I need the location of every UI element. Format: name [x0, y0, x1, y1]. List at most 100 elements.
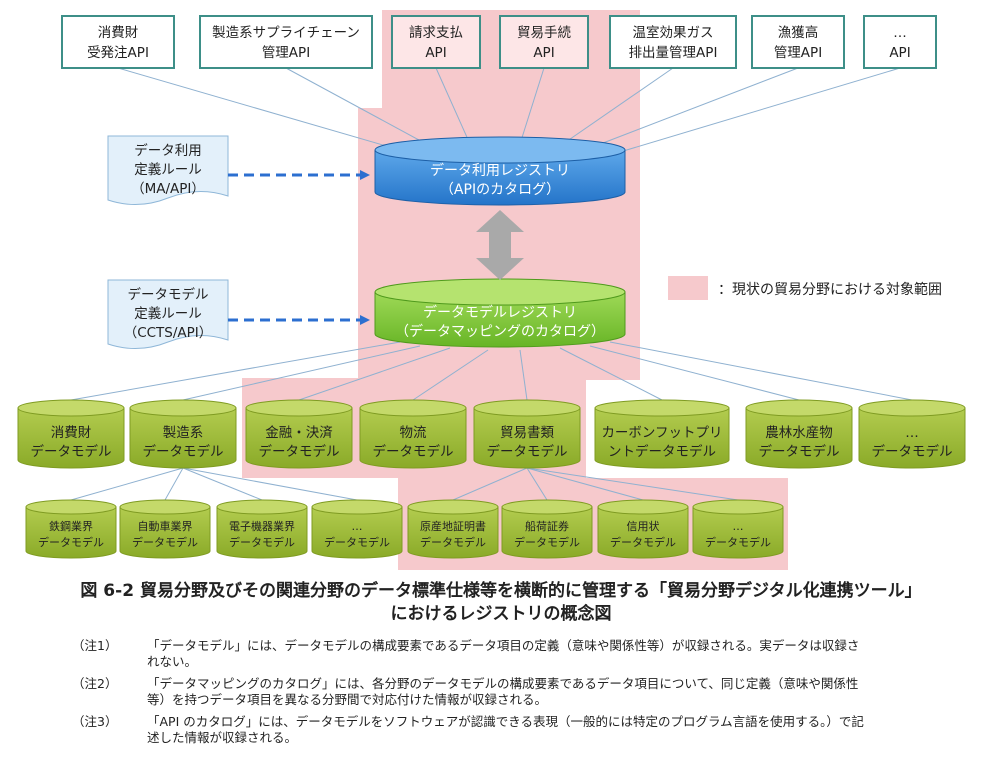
model-other-cylinder: … データモデル — [858, 399, 966, 469]
data-usage-registry-subtitle: （APIのカタログ） — [440, 182, 560, 198]
connector-line — [182, 345, 421, 401]
api-manufacturing-label-line1: 製造系サプライチェーン — [212, 25, 360, 41]
sub-mfg-other-label-line2: データモデル — [324, 535, 390, 549]
api-trade-label-line2: API — [533, 45, 554, 61]
model-manufacturing-label-line2: データモデル — [143, 443, 224, 460]
model-other-label-line1: … — [905, 425, 919, 441]
model-finance-label-line1: 金融・決済 — [265, 425, 333, 441]
connector-line — [452, 467, 528, 501]
connector-line — [526, 467, 644, 501]
connector-line — [435, 67, 471, 145]
sub-trade-other-label-line1: … — [733, 520, 744, 533]
model-agri-label-line1: 農林水産物 — [765, 425, 833, 441]
data-usage-rule-line-3: （MA/API） — [131, 181, 205, 197]
note-text-line: 「API のカタログ」には、データモデルをソフトウェアが認識できる表現（一般的に… — [147, 714, 864, 729]
data-model-rule-line-3: （CCTS/API） — [124, 325, 213, 341]
connector-line — [526, 467, 739, 501]
note-text-line: 述した情報が収録される。 — [147, 730, 298, 745]
api-other-label-line2: API — [889, 45, 910, 61]
connector-line — [559, 347, 663, 401]
model-carbon-label-line2: ントデータモデル — [608, 443, 716, 460]
data-model-rule-line-1: データモデル — [128, 286, 209, 303]
sub-bl-label-line1: 船荷証券 — [525, 519, 569, 533]
connector-line — [298, 347, 451, 401]
sub-lc-label-line2: データモデル — [610, 535, 676, 549]
model-other-label-line2: データモデル — [872, 443, 953, 460]
figure-caption-line1: 図 6-2 貿易分野及びその関連分野のデータ標準仕様等を横断的に管理する「貿易分… — [80, 581, 922, 601]
connector-line — [526, 467, 548, 501]
note-label: （注2） — [72, 676, 118, 691]
model-consumer-label-line1: 消費財 — [51, 425, 92, 441]
api-fishery-label-line2: 管理API — [774, 45, 822, 61]
sub-steel-label-line2: データモデル — [38, 535, 104, 549]
model-logistics-label-line2: データモデル — [373, 443, 454, 460]
note-text-line: 等）を持つデータ項目を異なる分野間で対応付けた情報が収録される。 — [147, 692, 548, 707]
api-consumer-label-line2: 受発注API — [87, 45, 149, 61]
sub-mfg-other-label-line1: … — [352, 520, 363, 533]
figure-caption-line2: におけるレジストリの概念図 — [390, 604, 612, 624]
data-usage-registry-cylinder: データ利用レジストリ（APIのカタログ） — [374, 136, 626, 206]
api-other-box: … API — [863, 15, 937, 69]
connector-line — [519, 349, 528, 401]
api-trade-label-line1: 貿易手続 — [517, 25, 571, 41]
model-agri-label-line2: データモデル — [759, 443, 840, 460]
sub-auto-label-line2: データモデル — [132, 535, 198, 549]
sub-mfg-other-cylinder: … データモデル — [311, 499, 403, 559]
model-trade-docs-label-line1: 貿易書類 — [500, 425, 554, 441]
connector-lines — [70, 67, 913, 501]
submodel-layer: 鉄鋼業界データモデル自動車業界データモデル電子機器業界データモデル…データモデル… — [25, 499, 784, 559]
connector-line — [609, 341, 913, 401]
connector-line — [285, 67, 431, 147]
legend-text: ：現状の貿易分野における対象範囲 — [718, 281, 942, 298]
connector-line — [182, 467, 263, 501]
api-billing-label-line1: 請求支払 — [409, 25, 463, 41]
note-label: （注3） — [72, 714, 118, 729]
bidirectional-arrow-icon — [476, 210, 524, 280]
note-text-line: 「データモデル」には、データモデルの構成要素であるデータ項目の定義（意味や関係性… — [147, 638, 860, 653]
data-model-rule-line-2: 定義ルール — [134, 305, 202, 322]
sub-trade-other-label-line2: データモデル — [705, 535, 771, 549]
api-fishery-label-line1: 漁獲高 — [778, 24, 819, 41]
api-manufacturing-label-line2: 管理API — [262, 45, 310, 61]
sub-steel-label-line1: 鉄鋼業界 — [49, 519, 93, 533]
api-other-label-line1: … — [893, 25, 907, 41]
model-manufacturing-label-line1: 製造系 — [163, 425, 204, 441]
note-label: （注1） — [72, 638, 118, 653]
connector-line — [519, 67, 545, 145]
note-text-line: 「データマッピングのカタログ」には、各分野のデータモデルの構成要素であるデータ項… — [147, 676, 859, 691]
sub-origin-label-line2: データモデル — [420, 535, 486, 549]
api-trade-box: 貿易手続 API — [499, 15, 589, 69]
connector-line — [619, 67, 901, 153]
model-consumer-label-line2: データモデル — [31, 443, 112, 460]
data-model-registry-cylinder: データモデルレジストリ（データマッピングのカタログ） — [374, 278, 626, 348]
connector-line — [559, 67, 674, 147]
connector-line — [589, 67, 799, 149]
connector-line — [70, 467, 184, 501]
api-consumer-label-line1: 消費財 — [98, 25, 139, 41]
api-layer: 消費財受発注API製造系サプライチェーン管理API請求支払API貿易手続API温… — [61, 15, 937, 69]
api-ghg-label-line1: 温室効果ガス — [633, 24, 714, 41]
data-model-registry-title: データモデルレジストリ — [423, 304, 577, 321]
legend-swatch — [668, 276, 708, 300]
sub-bl-label-line2: データモデル — [514, 535, 580, 549]
sub-electronics-label-line1: 電子機器業界 — [229, 519, 295, 533]
sub-lc-label-line1: 信用状 — [627, 519, 660, 533]
